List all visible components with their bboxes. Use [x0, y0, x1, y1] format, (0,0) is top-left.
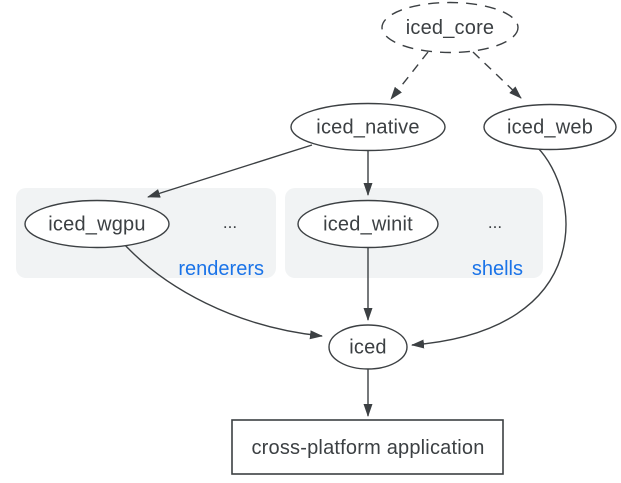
node-iced — [328, 324, 408, 370]
node-iced-wgpu — [24, 199, 170, 249]
node-iced-winit — [297, 199, 439, 249]
node-iced-winit-label: iced_winit — [323, 214, 413, 236]
shells-group-label: shells — [472, 258, 523, 280]
node-iced-web — [483, 103, 617, 151]
node-iced-core — [381, 1, 519, 54]
node-cross-platform-application — [231, 419, 504, 475]
renderers-group-label: renderers — [178, 258, 264, 280]
shells-ellipsis: ... — [488, 213, 502, 232]
node-iced-wgpu-label: iced_wgpu — [48, 214, 145, 236]
renderers-ellipsis: ... — [223, 213, 237, 232]
edge-iced-wgpu-to-iced — [123, 243, 323, 340]
edge-iced-core-to-iced-web — [472, 51, 522, 99]
edge-iced-web-to-iced — [411, 146, 567, 349]
cross-platform-application-label: cross-platform application — [251, 437, 484, 459]
node-iced-native — [290, 102, 446, 152]
edge-iced-core-to-iced-native — [390, 51, 429, 100]
edge-iced-native-to-iced-wgpu — [147, 144, 313, 198]
node-iced-label: iced — [349, 337, 387, 359]
node-iced-web-label: iced_web — [507, 117, 593, 139]
node-iced-core-label: iced_core — [406, 17, 495, 39]
node-iced-native-label: iced_native — [316, 117, 419, 139]
